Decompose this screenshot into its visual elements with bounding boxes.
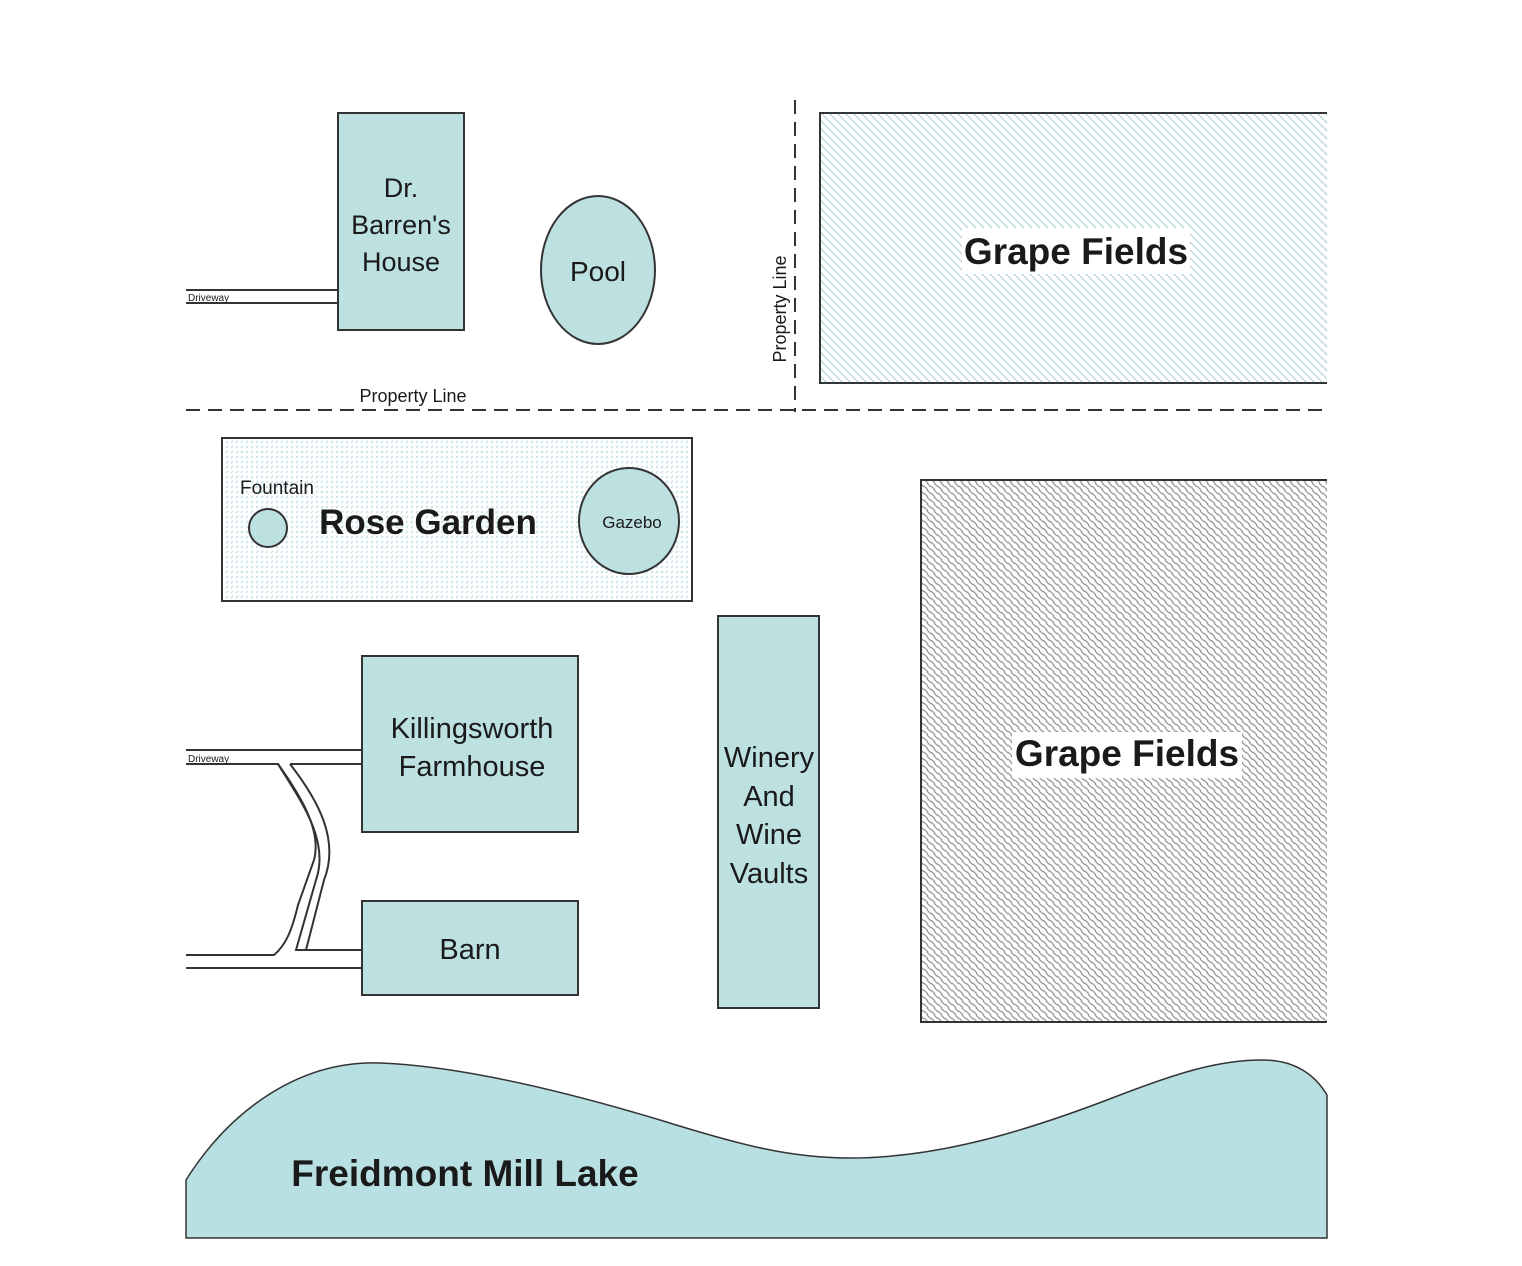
pool-label: Pool (570, 256, 626, 287)
driveway-top-label: Driveway (188, 293, 229, 304)
rose-garden-label: Rose Garden (319, 503, 537, 542)
lake-label: Freidmont Mill Lake (291, 1153, 638, 1194)
farmhouse-line-1: Killingsworth (391, 713, 554, 745)
winery-line-3: Wine (736, 819, 802, 851)
property-line-vertical: Property Line (770, 100, 796, 412)
barn-label: Barn (439, 934, 500, 966)
grape-fields-top-label: Grape Fields (964, 231, 1188, 272)
gazebo-label: Gazebo (602, 513, 662, 532)
grape-fields-right: Grape Fields (920, 479, 1327, 1023)
dr-barrens-house: Dr. Barren's House (337, 112, 465, 331)
winery: Winery And Wine Vaults (717, 615, 820, 1009)
driveway-farm: Driveway (186, 749, 362, 969)
property-line-horizontal-label: Property Line (359, 386, 466, 406)
grape-fields-top: Grape Fields (819, 112, 1327, 384)
property-line-horizontal: Property Line (186, 386, 1327, 411)
winery-line-4: Vaults (730, 858, 808, 890)
fountain-label: Fountain (240, 478, 314, 499)
barn: Barn (361, 900, 579, 996)
killingsworth-farmhouse: Killingsworth Farmhouse (361, 655, 579, 833)
winery-line-2: And (743, 781, 795, 813)
dr-barrens-house-line-2: Barren's (351, 210, 451, 240)
fountain (248, 508, 288, 548)
dr-barrens-house-line-3: House (362, 247, 440, 277)
gazebo (578, 467, 680, 575)
grape-fields-right-label: Grape Fields (1015, 733, 1239, 774)
driveway-top: Driveway (186, 289, 338, 304)
property-line-vertical-label: Property Line (770, 255, 790, 362)
pool: Pool (540, 195, 656, 345)
driveway-mid-label: Driveway (188, 754, 229, 765)
rose-garden: Fountain Rose Garden Gazebo (221, 437, 693, 602)
farmhouse-line-2: Farmhouse (399, 751, 546, 783)
dr-barrens-house-line-1: Dr. (384, 173, 419, 203)
freidmont-mill-lake: Freidmont Mill Lake (185, 1059, 1328, 1239)
winery-line-1: Winery (724, 742, 815, 774)
